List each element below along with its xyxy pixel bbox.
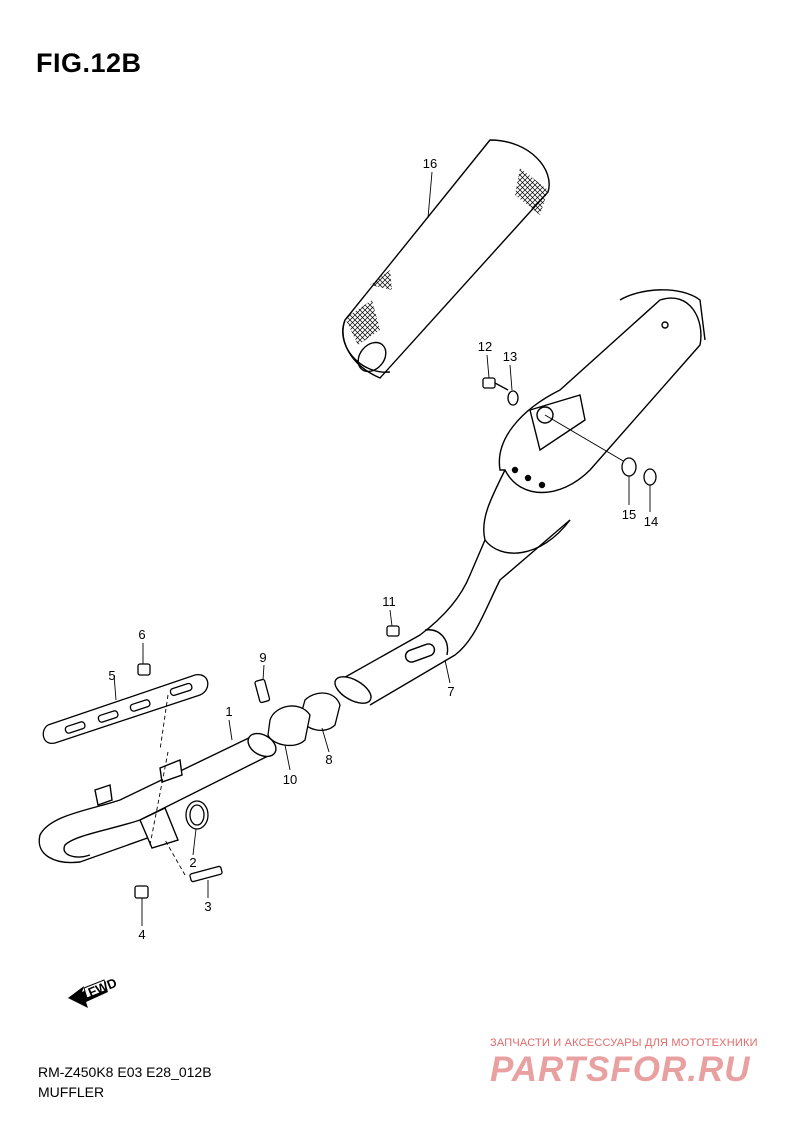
callout-14: 14 <box>644 514 658 529</box>
callout-12: 12 <box>478 339 492 354</box>
callout-3: 3 <box>204 899 211 914</box>
part-6-bolt <box>137 663 151 676</box>
part-7-muffler-body <box>334 289 706 706</box>
callout-labels: 1 2 3 4 5 6 7 8 9 10 11 12 13 14 15 16 <box>108 156 658 942</box>
part-16-muffler-cover <box>342 139 550 379</box>
watermark-logo: PARTSFOR.RU <box>490 1050 751 1089</box>
part-11-bolt <box>386 625 400 637</box>
connector-and-clamp <box>254 678 341 747</box>
part-12-bolt <box>482 377 496 389</box>
part-4-nut <box>134 885 149 899</box>
part-10-clamp <box>267 705 311 747</box>
model-code: RM-Z450K8 E03 E28_012B <box>38 1064 212 1080</box>
callout-6: 6 <box>138 627 145 642</box>
watermark-tagline: ЗАПЧАСТИ И АКСЕССУАРЫ ДЛЯ МОТОТЕХНИКИ <box>490 1037 758 1049</box>
callout-9: 9 <box>259 650 266 665</box>
callout-11: 11 <box>382 594 396 609</box>
callout-2: 2 <box>189 855 196 870</box>
part-13-washer <box>507 390 519 406</box>
forward-direction-arrow: FWD <box>68 975 119 1008</box>
callout-5: 5 <box>108 668 115 683</box>
part-15-bush <box>621 457 637 477</box>
figure-caption: MUFFLER <box>38 1084 105 1100</box>
callout-7: 7 <box>447 684 454 699</box>
fwd-label: FWD <box>86 975 119 1000</box>
figure-title: FIG.12B <box>36 48 142 78</box>
part-3-stud-bolt <box>189 865 223 883</box>
part-1-exhaust-pipe <box>38 732 277 864</box>
callout-4: 4 <box>138 927 145 942</box>
callout-15: 15 <box>622 507 636 522</box>
callout-8: 8 <box>325 752 332 767</box>
part-5-heat-protector <box>42 663 209 744</box>
leader-lines <box>113 171 651 926</box>
callout-1: 1 <box>225 704 232 719</box>
callout-13: 13 <box>503 349 517 364</box>
part-14-collar <box>643 468 657 486</box>
part-9-clamp-bolt <box>254 678 271 704</box>
pipe-fasteners <box>134 800 223 899</box>
callout-10: 10 <box>283 772 297 787</box>
callout-16: 16 <box>423 156 437 171</box>
